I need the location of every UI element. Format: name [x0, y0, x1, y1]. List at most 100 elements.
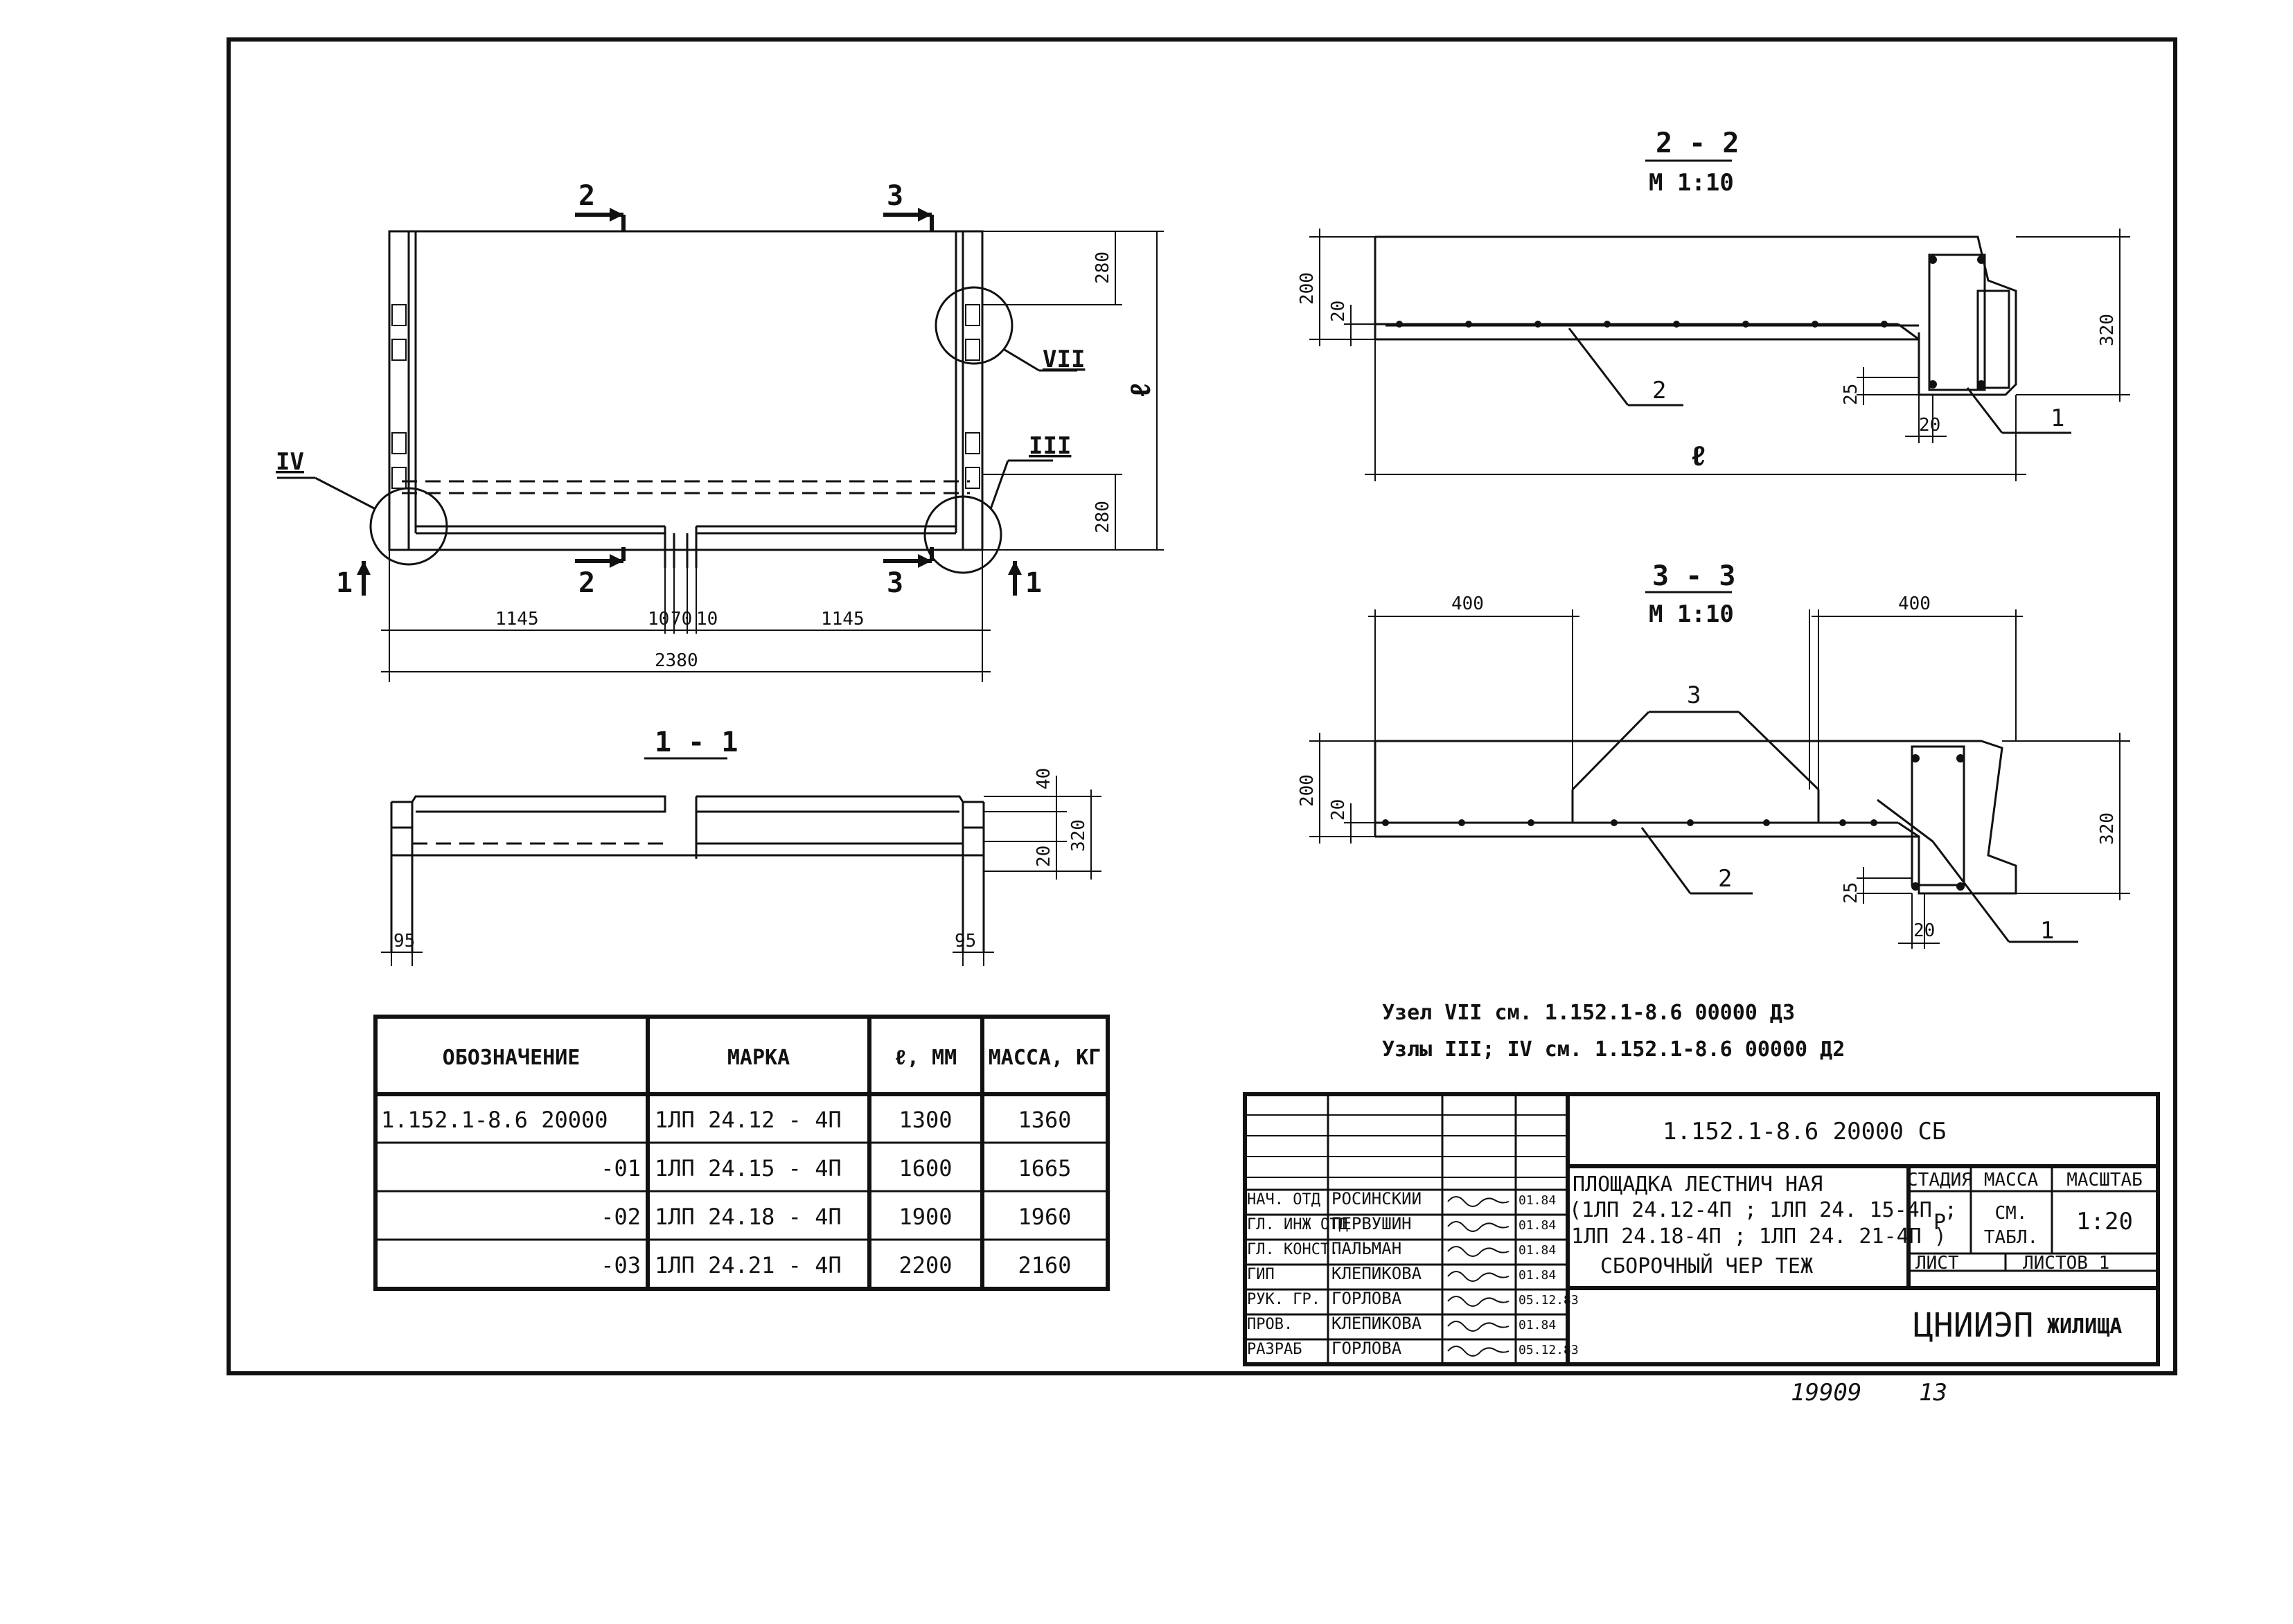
spec-row-mass: 1665 — [1018, 1155, 1071, 1181]
title-block-scale: 1:20 — [2076, 1208, 2133, 1235]
s33-pos-3: 3 — [1687, 681, 1701, 709]
node-iii-label: III — [1029, 432, 1071, 460]
s33-rebar-dots — [1382, 754, 1965, 891]
plan-dim-1145-right: 1145 — [821, 609, 865, 630]
spec-row-length: 2200 — [898, 1252, 952, 1278]
spec-header-designation: ОБОЗНАЧЕНИЕ — [443, 1046, 581, 1070]
s11-dim-40: 40 — [1034, 768, 1054, 789]
spec-header-length: ℓ, ММ — [894, 1046, 957, 1070]
signature-mark — [1447, 1296, 1510, 1307]
plan-dim-1145-left: 1145 — [495, 609, 539, 630]
plan-section-3-bottom: 3 — [887, 567, 903, 599]
s22-dim-320: 320 — [2097, 314, 2118, 346]
note-nodes-iii-iv: Узлы III; IV см. 1.152.1-8.6 00000 Д2 — [1382, 1037, 1845, 1062]
plan-view: VII IV III 2 3 2 3 1 1 280 — [276, 180, 1164, 682]
section-3-3-title: 3 - 3 — [1652, 560, 1735, 592]
spec-table: ОБОЗНАЧЕНИЕ МАРКА ℓ, ММ МАССА, КГ — [373, 1015, 1110, 1291]
s22-dim-20b: 20 — [1919, 415, 1940, 436]
signer-name: КЛЕПИКОВА — [1331, 1264, 1422, 1283]
plan-section-2-bottom: 2 — [578, 567, 595, 599]
footer-number: 19909 — [1791, 1379, 1861, 1407]
footer-page: 13 — [1919, 1379, 1947, 1407]
title-block-name-4: СБОРОЧНЫЙ ЧЕР ТЕЖ — [1600, 1253, 1813, 1278]
spec-row-length: 1300 — [898, 1107, 952, 1133]
spec-row-length: 1600 — [898, 1155, 952, 1181]
s33-dim-25: 25 — [1841, 882, 1861, 904]
title-block-stage-header: СТАДИЯ — [1907, 1170, 1972, 1190]
signer-name: ПЕРВУШИН — [1331, 1214, 1412, 1233]
s22-rebar-dots — [1396, 256, 1985, 389]
signer-date: 01.84 — [1519, 1193, 1556, 1208]
s33-dim-400-left: 400 — [1451, 594, 1484, 614]
plan-dim-l: ℓ — [1125, 382, 1157, 398]
signer-date: 05.12.83 — [1519, 1293, 1579, 1308]
signer-role: ГИП — [1247, 1266, 1275, 1283]
s11-dim-320: 320 — [1068, 819, 1089, 852]
section-3-3-scale: М 1:10 — [1649, 600, 1734, 628]
s33-dim-20: 20 — [1328, 799, 1349, 821]
title-block-stage: Р — [1933, 1211, 1946, 1235]
spec-row-mark: 1ЛП 24.12 - 4П — [655, 1107, 842, 1133]
s33-dim-320: 320 — [2097, 812, 2118, 845]
s11-dim-95-right: 95 — [955, 931, 976, 952]
signer-name: КЛЕПИКОВА — [1331, 1314, 1422, 1333]
title-block-mass-1: СМ. — [1995, 1203, 2028, 1224]
title-block-sheets: ЛИСТОВ 1 — [2023, 1253, 2109, 1274]
s33-pos-2: 2 — [1718, 865, 1732, 893]
signature-mark — [1447, 1346, 1510, 1357]
plan-dim-280-top: 280 — [1092, 251, 1113, 284]
title-block-org-b: ЖИЛИЩА — [2047, 1314, 2122, 1339]
section-2-2-title: 2 - 2 — [1656, 127, 1739, 159]
signer-role: РУК. ГР. — [1247, 1291, 1320, 1308]
signer-role: ГЛ. КОНСТ. — [1247, 1241, 1338, 1258]
s33-dim-20b: 20 — [1913, 920, 1935, 941]
title-block: 1.152.1-8.6 20000 СБ ПЛОЩАДКА ЛЕСТНИЧ НА… — [1243, 1092, 2160, 1366]
s22-dim-20: 20 — [1328, 301, 1349, 322]
title-block-name-2: (1ЛП 24.12-4П ; 1ЛП 24. 15-4П ; — [1569, 1198, 1957, 1222]
spec-row-mass: 1960 — [1018, 1204, 1071, 1230]
signature-mark — [1447, 1196, 1510, 1207]
signature-mark — [1447, 1221, 1510, 1232]
s22-pos-1: 1 — [2051, 404, 2064, 432]
node-vii-label: VII — [1043, 346, 1085, 373]
plan-section-3-top: 3 — [887, 180, 903, 212]
spec-row-length: 1900 — [898, 1204, 952, 1230]
s33-dim-400-right: 400 — [1898, 594, 1931, 614]
signer-role: НАЧ. ОТД — [1247, 1191, 1320, 1208]
spec-row-designation: 1.152.1-8.6 20000 — [381, 1107, 608, 1133]
spec-row-mass: 1360 — [1018, 1107, 1071, 1133]
title-block-org-a: ЦНИИЭП — [1913, 1306, 2033, 1345]
signer-date: 05.12.83 — [1519, 1343, 1579, 1357]
signer-date: 01.84 — [1519, 1318, 1556, 1332]
spec-row-mark: 1ЛП 24.21 - 4П — [655, 1252, 842, 1278]
plan-dim-10b: 10 — [696, 609, 718, 630]
signer-name: РОСИНСКИЙ — [1331, 1188, 1422, 1208]
s33-pos-1: 1 — [2040, 917, 2054, 945]
title-block-mass-2: ТАБЛ. — [1984, 1227, 2038, 1248]
node-iv-label: IV — [276, 448, 304, 476]
s11-dim-95-left: 95 — [393, 931, 415, 952]
signer-name: ГОРЛОВА — [1331, 1339, 1402, 1358]
title-block-name-3: 1ЛП 24.18-4П ; 1ЛП 24. 21-4П ) — [1571, 1224, 1947, 1249]
signature-mark — [1447, 1271, 1510, 1282]
section-1-1: 1 - 1 40 20 320 95 95 — [381, 726, 1101, 966]
signature-mark — [1447, 1321, 1510, 1332]
plan-section-1-right: 1 — [1025, 567, 1042, 599]
spec-header-mass: МАССА, КГ — [989, 1046, 1101, 1070]
sheet-frame — [227, 37, 2177, 1375]
spec-row-designation: -03 — [601, 1252, 641, 1278]
note-node-vii: Узел VII см. 1.152.1-8.6 00000 Д3 — [1382, 1001, 1795, 1025]
s11-dim-20: 20 — [1034, 846, 1054, 867]
s22-dim-25: 25 — [1841, 384, 1861, 405]
section-2-2: 2 - 2 М 1:10 2 1 200 2 — [1297, 127, 2130, 481]
s22-dim-l: ℓ — [1690, 440, 1707, 472]
plan-dim-2380: 2380 — [655, 650, 698, 671]
section-2-2-scale: М 1:10 — [1649, 169, 1734, 197]
signer-date: 01.84 — [1519, 1218, 1556, 1233]
s22-dim-200: 200 — [1297, 272, 1318, 305]
title-block-sheet: ЛИСТ — [1915, 1253, 1959, 1274]
s33-dim-200: 200 — [1297, 774, 1318, 807]
signer-name: ГОРЛОВА — [1331, 1289, 1402, 1308]
